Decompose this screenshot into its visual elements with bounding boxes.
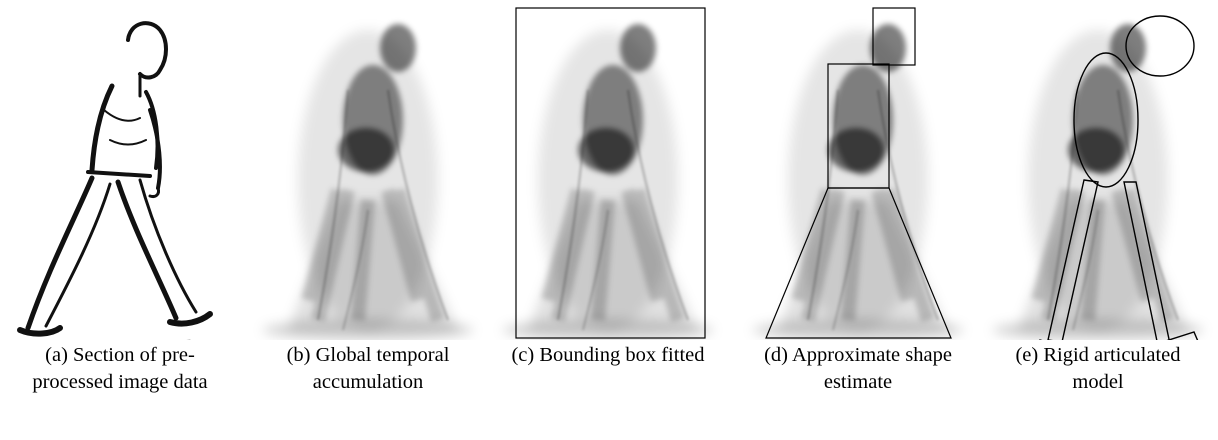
caption-line: (d) Approximate shape	[738, 342, 978, 369]
caption-line: (a) Section of pre-	[0, 342, 240, 369]
caption-line: (e) Rigid articulated	[978, 342, 1218, 369]
caption-line: (b) Global temporal	[248, 342, 488, 369]
edge-image-walker	[0, 0, 240, 340]
caption-line: estimate	[738, 369, 978, 396]
caption-line: model	[978, 369, 1218, 396]
caption-b: (b) Global temporal accumulation	[248, 342, 488, 396]
caption-line: processed image data	[0, 369, 240, 396]
panel-a: (a) Section of pre- processed image data	[0, 0, 240, 440]
panel-d: (d) Approximate shape estimate	[738, 0, 978, 440]
shape-estimate-image	[738, 0, 978, 340]
caption-line: (c) Bounding box fitted	[488, 342, 728, 369]
caption-a: (a) Section of pre- processed image data	[0, 342, 240, 396]
articulated-model-image	[978, 0, 1218, 340]
panel-c: (c) Bounding box fitted	[488, 0, 728, 440]
panel-e: (e) Rigid articulated model	[978, 0, 1218, 440]
caption-c: (c) Bounding box fitted	[488, 342, 728, 369]
caption-d: (d) Approximate shape estimate	[738, 342, 978, 396]
bounding-box-image	[488, 0, 728, 340]
temporal-accumulation-image	[248, 0, 488, 340]
caption-e: (e) Rigid articulated model	[978, 342, 1218, 396]
panel-b: (b) Global temporal accumulation	[248, 0, 488, 440]
caption-line: accumulation	[248, 369, 488, 396]
